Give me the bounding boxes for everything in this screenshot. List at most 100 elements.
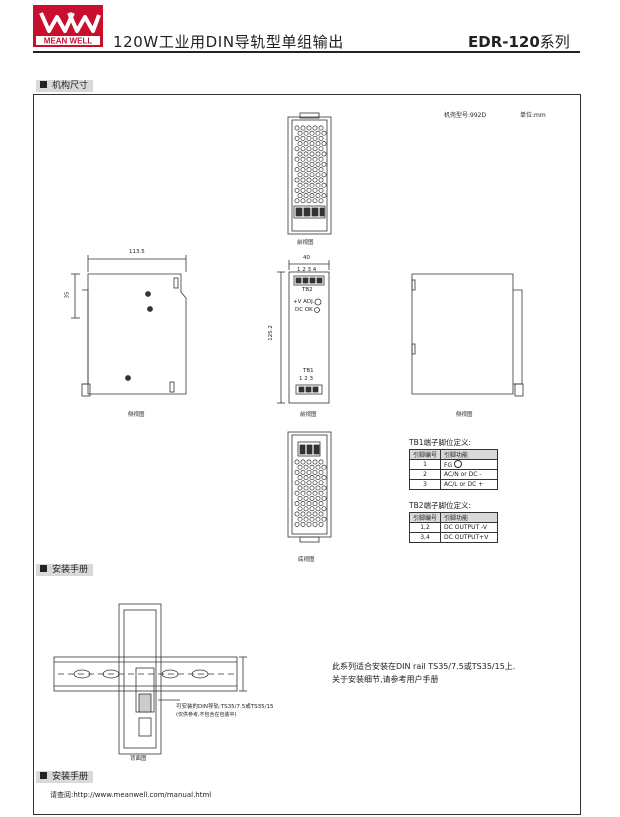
dcok-label: DC OK xyxy=(295,307,313,313)
mount-text-1: 此系列适合安装在DIN rail TS35/7.5或TS35/15上. xyxy=(332,662,516,671)
vent-hole xyxy=(315,141,321,147)
label-bottom-view: 底视图 xyxy=(298,557,315,563)
vent-hole xyxy=(300,480,306,486)
vent-hole xyxy=(309,161,315,167)
vent-hole xyxy=(303,141,309,147)
label-mount-view: 背面图 xyxy=(130,756,147,762)
vent-hole xyxy=(297,506,303,512)
vent-hole xyxy=(312,501,318,507)
vent-hole xyxy=(309,151,315,157)
vent-hole xyxy=(303,516,309,522)
vent-hole xyxy=(321,151,327,157)
vent-hole xyxy=(306,146,312,152)
vent-hole xyxy=(300,146,306,152)
vent-hole xyxy=(309,172,315,178)
vent-hole xyxy=(297,464,303,470)
vent-hole xyxy=(297,495,303,501)
vent-hole xyxy=(312,187,318,193)
vent-hole xyxy=(312,156,318,162)
vent-hole xyxy=(300,511,306,517)
vent-hole xyxy=(294,146,300,152)
vent-hole xyxy=(306,490,312,496)
vent-hole xyxy=(303,464,309,470)
vent-hole xyxy=(309,182,315,188)
tb2-title: TB2端子脚位定义: xyxy=(409,501,472,510)
vent-hole xyxy=(306,187,312,193)
vent-hole xyxy=(312,146,318,152)
section-mechanical: 机构尺寸 xyxy=(36,80,94,92)
tb1-title: TB1端子脚位定义: xyxy=(409,438,472,447)
manual-link[interactable]: 请查阅:http://www.meanwell.com/manual.html xyxy=(50,791,212,799)
vent-hole xyxy=(318,198,324,204)
vent-hole xyxy=(309,475,315,481)
vent-hole xyxy=(300,187,306,193)
vent-hole xyxy=(297,182,303,188)
vent-hole xyxy=(318,187,324,193)
vent-hole xyxy=(297,130,303,136)
vent-hole xyxy=(297,141,303,147)
dim-width: 113.5 xyxy=(129,249,145,255)
vent-hole xyxy=(297,193,303,199)
vent-hole xyxy=(318,156,324,162)
rail-note: 可安装的DIN导轨:TS35/7.5或TS35/15 xyxy=(176,704,274,710)
drawing-frame xyxy=(33,94,581,815)
vent-hole xyxy=(318,459,324,465)
vent-hole xyxy=(300,125,306,131)
vent-hole xyxy=(315,485,321,491)
vent-hole xyxy=(306,501,312,507)
vent-hole xyxy=(315,193,321,199)
rail-note-2: (仅供参考,不包含在包装中) xyxy=(176,712,237,718)
vent-hole xyxy=(312,480,318,486)
vent-hole xyxy=(315,506,321,512)
vent-hole xyxy=(300,521,306,527)
tb1-pins: 1 2 3 xyxy=(299,376,313,382)
vent-hole xyxy=(303,485,309,491)
vent-hole xyxy=(318,469,324,475)
vent-hole xyxy=(300,177,306,183)
dim-depth: 40 xyxy=(303,255,310,261)
vent-hole xyxy=(318,521,324,527)
vent-hole xyxy=(321,464,327,470)
section-manual: 安装手册 xyxy=(36,771,94,783)
vent-hole xyxy=(303,182,309,188)
vent-hole xyxy=(300,135,306,141)
vent-hole xyxy=(318,135,324,141)
vent-hole xyxy=(294,167,300,173)
vent-hole xyxy=(297,172,303,178)
label-front-view: 前视图 xyxy=(300,412,317,418)
vent-hole xyxy=(312,521,318,527)
vent-hole xyxy=(318,490,324,496)
vent-hole xyxy=(321,495,327,501)
vent-hole xyxy=(309,506,315,512)
vent-hole xyxy=(294,511,300,517)
vent-hole xyxy=(312,459,318,465)
vent-hole xyxy=(300,156,306,162)
vent-hole xyxy=(312,135,318,141)
vent-hole xyxy=(300,198,306,204)
vent-hole xyxy=(294,521,300,527)
series-label: EDR-120系列 xyxy=(468,33,570,51)
vent-hole xyxy=(309,130,315,136)
vent-hole xyxy=(294,156,300,162)
vent-hole xyxy=(312,469,318,475)
vent-hole xyxy=(297,516,303,522)
vent-hole xyxy=(294,480,300,486)
vent-hole xyxy=(297,151,303,157)
vent-hole xyxy=(318,167,324,173)
vent-hole xyxy=(294,501,300,507)
vent-hole xyxy=(303,130,309,136)
vent-hole xyxy=(300,469,306,475)
vent-hole xyxy=(294,490,300,496)
vent-hole xyxy=(294,135,300,141)
vent-hole xyxy=(318,501,324,507)
svg-text:MEAN WELL: MEAN WELL xyxy=(44,37,93,46)
vent-hole xyxy=(321,182,327,188)
vent-hole xyxy=(321,485,327,491)
mount-text-2: 关于安装细节,请参考用户手册 xyxy=(332,675,439,684)
vent-hole xyxy=(309,141,315,147)
vent-hole xyxy=(300,490,306,496)
vent-hole xyxy=(306,125,312,131)
unit-label: 单位:mm xyxy=(520,112,546,119)
